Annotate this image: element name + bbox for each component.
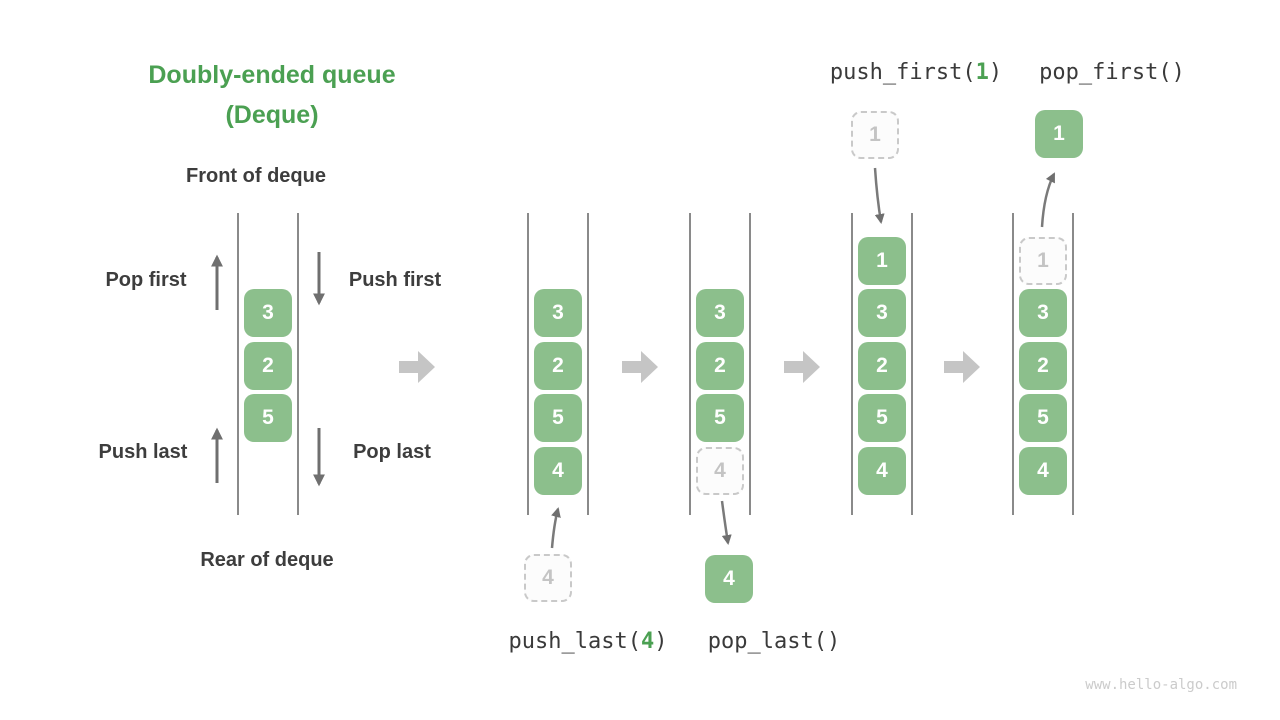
queue-after-push-first: 1 3 2 5 4 [851, 213, 913, 515]
queue-cell: 3 [1019, 289, 1067, 337]
queue-after-push-last: 3 2 5 4 [527, 213, 589, 515]
front-of-deque-label: Front of deque [186, 165, 326, 187]
queue-cell: 2 [858, 342, 906, 390]
diagram-title: Doubly-ended queue (Deque) [112, 55, 432, 135]
queue-cell: 3 [244, 289, 292, 337]
op-push-first-suffix: ) [988, 60, 1003, 85]
op-push-last-label: push_last(4) [458, 629, 718, 655]
queue-wall-left [237, 213, 239, 515]
op-push-last-arg: 4 [640, 629, 655, 654]
queue-cell: 4 [858, 447, 906, 495]
op-push-last-prefix: push_last( [508, 629, 641, 654]
step-arrow-icon [944, 351, 980, 383]
queue-cell: 2 [1019, 342, 1067, 390]
pop-first-label: Pop first [105, 269, 187, 291]
queue-wall-right [297, 213, 299, 515]
queue-cell: 2 [696, 342, 744, 390]
queue-wall-right [911, 213, 913, 515]
diagram-title-line1: Doubly-ended queue [148, 61, 396, 89]
rear-of-deque-label: Rear of deque [200, 549, 334, 571]
queue-cell: 5 [1019, 394, 1067, 442]
diagram-title-line2: (Deque) [225, 101, 319, 129]
push-last-label: Push last [98, 441, 188, 463]
queue-cell: 5 [696, 394, 744, 442]
outgoing-element-pop-first: 1 [1035, 110, 1083, 158]
queue-cell: 3 [858, 289, 906, 337]
queue-cell: 1 [858, 237, 906, 285]
pop-last-label: Pop last [353, 441, 431, 463]
queue-cell-removed: 1 [1019, 237, 1067, 285]
queue-after-pop-last: 3 2 5 4 [689, 213, 751, 515]
queue-cell: 2 [244, 342, 292, 390]
queue-cell: 3 [696, 289, 744, 337]
queue-wall-left [1012, 213, 1014, 515]
step-arrow-icon [622, 351, 658, 383]
queue-after-pop-first: 1 3 2 5 4 [1012, 213, 1074, 515]
queue-wall-right [749, 213, 751, 515]
queue-cell: 5 [534, 394, 582, 442]
queue-cell: 5 [858, 394, 906, 442]
incoming-element-push-first: 1 [851, 111, 899, 159]
op-push-first-label: push_first(1) [796, 60, 1036, 86]
queue-wall-right [587, 213, 589, 515]
queue-cell: 3 [534, 289, 582, 337]
queue-wall-left [527, 213, 529, 515]
queue-wall-left [851, 213, 853, 515]
queue-cell: 2 [534, 342, 582, 390]
incoming-element-push-last: 4 [524, 554, 572, 602]
op-push-first-arg: 1 [975, 60, 989, 85]
op-pop-last-label: pop_last() [707, 629, 841, 654]
queue-demo: 3 2 5 [237, 213, 299, 515]
queue-cell-removed: 4 [696, 447, 744, 495]
queue-cell: 5 [244, 394, 292, 442]
op-pop-first-label: pop_first() [1039, 60, 1185, 85]
step-arrow-icon [784, 351, 820, 383]
push-first-label: Push first [348, 269, 442, 291]
op-push-first-prefix: push_first( [829, 60, 976, 85]
queue-wall-left [689, 213, 691, 515]
queue-cell: 4 [534, 447, 582, 495]
outgoing-element-pop-last: 4 [705, 555, 753, 603]
op-push-last-suffix: ) [654, 629, 668, 654]
queue-wall-right [1072, 213, 1074, 515]
step-arrow-icon [399, 351, 435, 383]
watermark: www.hello-algo.com [1085, 677, 1237, 693]
queue-cell: 4 [1019, 447, 1067, 495]
